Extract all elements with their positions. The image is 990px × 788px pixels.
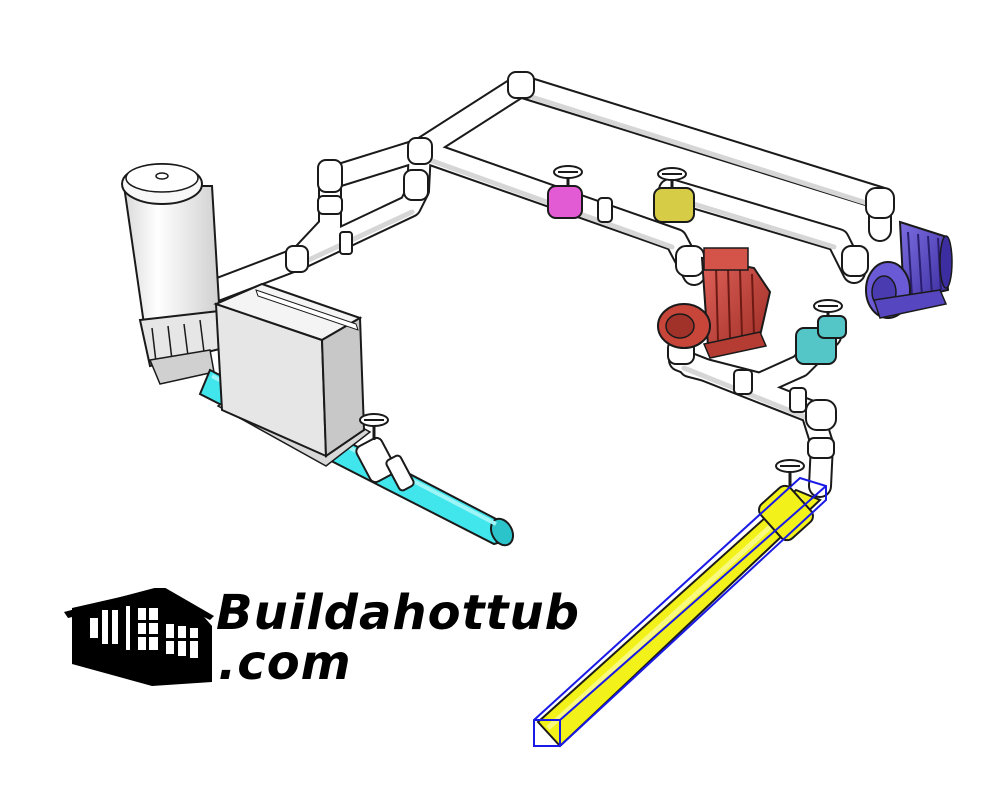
filter-canister[interactable]: [121, 163, 234, 385]
valve-handle-icon[interactable]: [775, 459, 805, 473]
brand-wordmark: Buildahottub .com: [216, 588, 580, 688]
olive-valve[interactable]: [653, 167, 695, 223]
brand-domain: .com: [218, 635, 352, 691]
inlet-valve[interactable]: [359, 413, 389, 440]
heater-box[interactable]: [213, 282, 372, 467]
valve-handle-icon[interactable]: [359, 413, 389, 427]
magenta-valve[interactable]: [547, 165, 583, 219]
selected-yellow-pipe[interactable]: [533, 459, 827, 748]
valve-handle-icon[interactable]: [553, 165, 583, 179]
brand-logo[interactable]: Buildahottub .com: [64, 588, 579, 698]
pipe-couplings: [285, 71, 895, 459]
house-icon: [64, 588, 214, 686]
selection-bounding-box: [533, 476, 827, 747]
brand-name: Buildahottub: [216, 585, 580, 641]
blue-pump[interactable]: [865, 220, 953, 319]
valve-handle-icon[interactable]: [657, 167, 687, 181]
valve-handle-icon[interactable]: [813, 299, 843, 313]
teal-valve[interactable]: [795, 299, 847, 365]
red-pump[interactable]: [657, 247, 772, 359]
